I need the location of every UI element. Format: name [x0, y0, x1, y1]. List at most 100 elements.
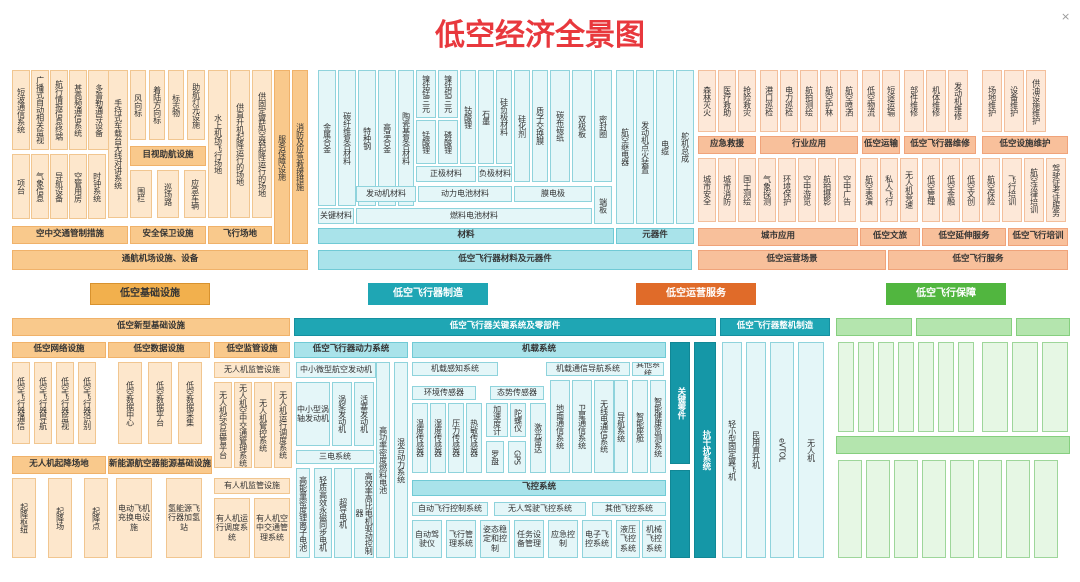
material-item: 碳纤维复合材料: [338, 70, 356, 206]
manned-item: 有人机运行调度系统: [214, 498, 250, 558]
avionics-item: 智能座舱: [632, 380, 648, 473]
component-item: 电缆: [656, 70, 674, 224]
power-part: 活塞发动机: [354, 382, 374, 446]
ops-item: 环境保护: [778, 158, 796, 222]
flight-item: 姿态稳定和控制: [480, 520, 510, 558]
ground-item: [898, 342, 914, 432]
air-traffic-item: 空管用房: [69, 154, 87, 219]
net-label: 低空网络设施: [12, 342, 106, 358]
power-material: 动力电池材料: [418, 186, 512, 202]
energy-item: 电动飞机充换电设施: [116, 478, 152, 558]
supervise-item: 无人机运行调度系统: [274, 382, 292, 468]
power-material: 镍钴锰三元: [416, 70, 436, 118]
cert-label: [1016, 318, 1070, 336]
whole-item: 无人机: [798, 342, 824, 558]
power-material: 密封圈: [594, 70, 612, 182]
power-material: 硅化剂: [514, 70, 530, 182]
avionics-label: 机载系统: [412, 342, 666, 358]
avionics-item: 导航系统: [614, 380, 628, 473]
ops-item: 驾驶证考证服务: [1046, 158, 1066, 222]
avionics-item: 卫星通信系统: [572, 380, 592, 473]
ops-item: 森林灭火: [698, 70, 716, 132]
safety-item: 助航灯光设施: [187, 70, 205, 140]
whole-panel: 低空飞行器整机制造: [720, 318, 830, 336]
safety-subhead: 目视助航设施: [130, 146, 206, 166]
service-panel: 低空飞行服务: [888, 250, 1068, 270]
air-traffic-item: 航行情报信息终端: [50, 70, 68, 150]
flight-item: 液压飞控系统: [616, 520, 640, 558]
ops-item: 航拍摄影: [818, 158, 836, 222]
ops-item: 发动机维修: [948, 70, 968, 132]
maint-label: 低空飞行器维修: [904, 136, 976, 154]
flight-auto: 自动飞行控制系统: [412, 502, 488, 516]
banner-guarantee: 低空飞行保障: [886, 283, 1006, 305]
banner-infrastructure: 低空基础设施: [90, 283, 210, 305]
airfield-item: 水上机场飞行场地: [208, 70, 228, 218]
net-item: 低空飞行器导航: [34, 362, 52, 444]
materials-label: 材料: [318, 228, 614, 244]
component-item: 发动机点火装置: [636, 70, 654, 224]
power-material: 正极材料: [416, 166, 476, 182]
power-part: 轻质高效永磁同步电机: [314, 468, 332, 558]
ops-item: 航空表演: [860, 158, 878, 222]
air-traffic-item: 多普勒通导设备: [88, 70, 110, 150]
ground-item: [838, 342, 854, 432]
ops-item: 短途运输: [882, 70, 900, 132]
net-item: 低空飞行器监视: [56, 362, 74, 444]
uav-site-item: 起降场: [48, 478, 72, 558]
component-item: 舵机总成: [676, 70, 694, 224]
air-traffic-item: 短波通信系统: [12, 70, 30, 150]
air-traffic-item: 时钟系统: [88, 154, 106, 219]
uav-site-item: 起降枢纽: [12, 478, 36, 558]
avionics-item: 激光雷达: [530, 403, 546, 473]
cert-item: [1012, 342, 1038, 432]
anti-interference: 抗干扰系统: [694, 342, 716, 558]
avionics-item: 无线电通信系统: [594, 380, 614, 473]
ops-item: 低空文创: [962, 158, 980, 222]
power-part: 中小型涡轴发动机: [296, 382, 330, 446]
avionics-item: 陀螺仪: [510, 403, 526, 437]
close-icon[interactable]: ×: [1061, 10, 1071, 23]
flight-other: 其他飞控系统: [592, 502, 666, 516]
power-part: 混合动力系统: [394, 362, 408, 558]
avionics-sense: 机载感知系统: [412, 362, 498, 376]
power-material: 膜电极: [514, 186, 592, 202]
power-material: 硅负极材料: [496, 70, 512, 164]
safety-item: 巡场路: [157, 170, 179, 218]
cert-item: [982, 342, 1008, 432]
ops-item: 航空护林: [820, 70, 838, 132]
avionics-item: GPS: [508, 441, 526, 473]
power-material: 钴酸锂: [460, 70, 476, 164]
banner-manufacturing: 低空飞行器制造: [368, 283, 488, 305]
flight-item: 自动驾驶仪: [412, 520, 442, 558]
ops-item: 无人机竞速: [900, 158, 918, 222]
avionics-item: 湿度传感器: [430, 403, 446, 473]
power-part: 高能量密度锂离子电池: [296, 468, 310, 558]
test-item: [978, 460, 1002, 558]
airfield-item: 供直升机起降运行的场地: [230, 70, 250, 218]
ops-item: 私人飞行: [880, 158, 898, 222]
ops-item: 设备维护: [1004, 70, 1024, 132]
ops-item: 低空管理: [922, 158, 940, 222]
data-item: 低空数据中心: [118, 362, 142, 444]
flight-item: 任务设备管理: [514, 520, 544, 558]
power-part: 涡桨发动机: [332, 382, 352, 446]
air-item: [958, 342, 974, 432]
infra-top-panel: 通航机场设施、设备: [12, 250, 308, 270]
test-item: [838, 460, 862, 558]
material-item: 高温合金: [378, 70, 396, 206]
flight-item: 机械飞控系统: [642, 520, 666, 558]
ground-item: [858, 342, 874, 432]
test-item: [1006, 460, 1030, 558]
banner-operations: 低空运营服务: [636, 283, 756, 305]
components-label: 元器件: [616, 228, 694, 244]
manned-item: 有人机空中交通管理系统: [254, 498, 290, 558]
avionics-item: 加速度计: [486, 403, 508, 437]
avionics-pose: 态势传感器: [490, 386, 544, 400]
air-traffic-item: 手持式车载台无线对讲系统: [108, 70, 128, 218]
test-item: [894, 460, 918, 558]
airfield-label: 飞行场地: [208, 226, 272, 244]
air-item: [938, 342, 954, 432]
ops-item: 机体维修: [926, 70, 946, 132]
